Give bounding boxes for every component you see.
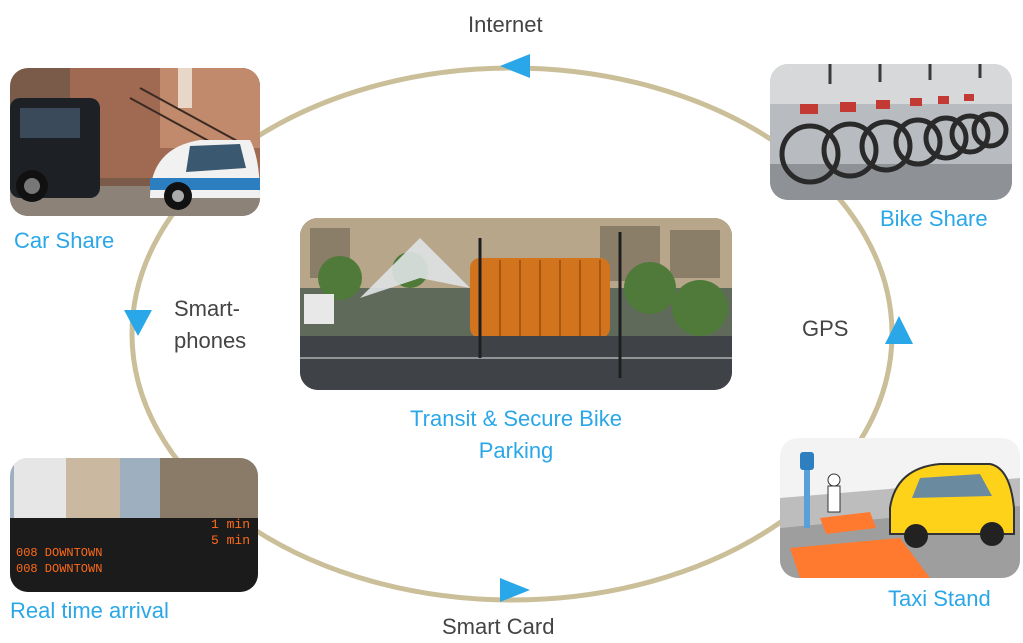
bike-share-image [770, 64, 1012, 200]
taxi-stand-label: Taxi Stand [888, 586, 991, 611]
transit-parking-label-line2: Parking [478, 438, 554, 463]
smartphones-label: Smart- phones [174, 296, 246, 354]
gps-label: GPS [802, 316, 849, 341]
real-time-arrival-label: Real time arrival [10, 598, 169, 623]
internet-label: Internet [468, 12, 543, 37]
arrow-up-icon [885, 316, 913, 344]
smartphones-label-line2: phones [174, 328, 247, 353]
transit-parking-label-line1: Transit & Secure Bike [410, 406, 622, 431]
sign-row2-route: 008 DOWNTOWN [16, 562, 102, 576]
arrow-right-icon [500, 578, 530, 602]
transit-parking-label: Transit & Secure Bike Parking [366, 406, 666, 464]
smart-card-label: Smart Card [442, 614, 555, 639]
arrow-left-icon [500, 54, 530, 78]
sign-row2-time: 5 min [211, 533, 250, 548]
smartphones-label-line1: Smart- [174, 296, 240, 321]
car-share-label: Car Share [14, 228, 115, 253]
taxi-stand-image [780, 438, 1020, 578]
sign-row1-route: 008 DOWNTOWN [16, 546, 102, 560]
bike-share-label: Bike Share [880, 206, 988, 231]
car-share-image [10, 68, 260, 216]
transit-hub-image [300, 218, 732, 390]
sign-row1-time: 1 min [211, 517, 250, 532]
real-time-arrival-image: 1 min 5 min 008 DOWNTOWN 008 DOWNTOWN [10, 458, 258, 592]
arrow-down-icon [124, 310, 152, 336]
